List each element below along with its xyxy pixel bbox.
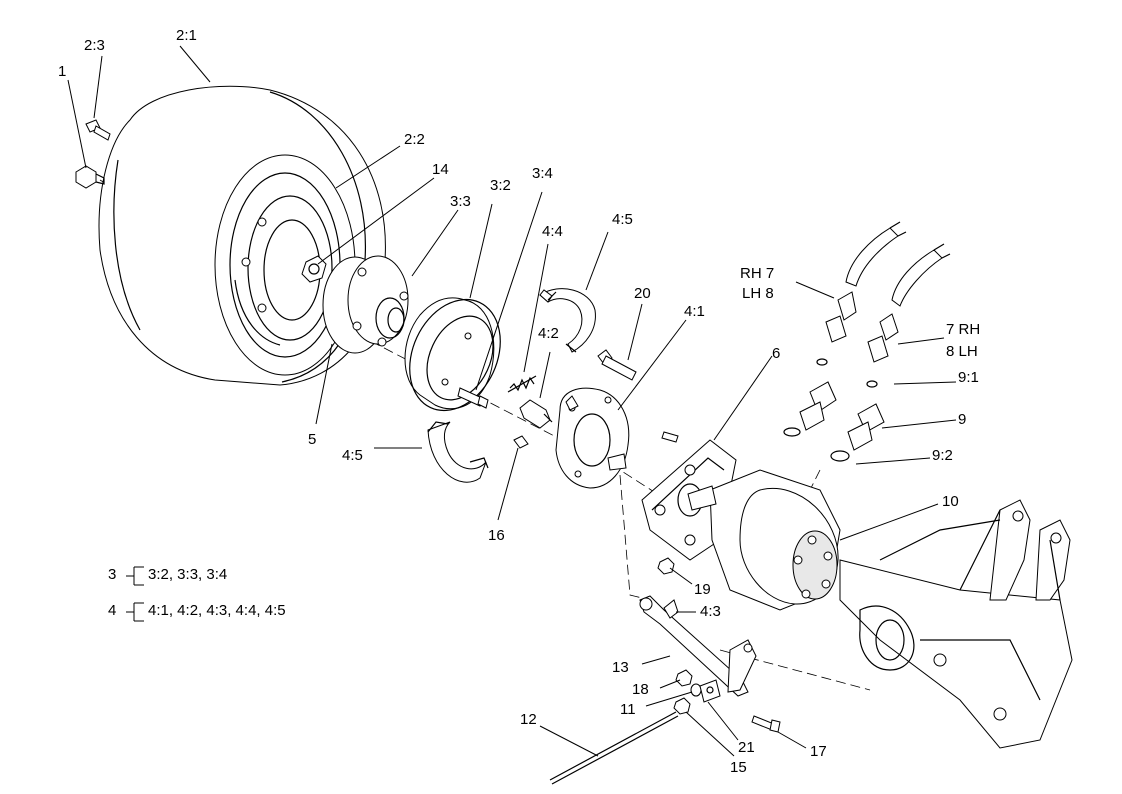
- legend-row-3-items: 3:2, 3:3, 3:4: [148, 566, 228, 583]
- hose-lh: [867, 243, 951, 363]
- label-19: 19: [694, 581, 711, 598]
- legend-brackets: [126, 566, 144, 622]
- brake-rod-12: [549, 711, 679, 785]
- label-13: 13: [612, 659, 629, 676]
- legend-row-3-number: 3: [108, 566, 117, 583]
- hydraulic-motor: [687, 469, 841, 611]
- label-2-3: 2:3: [84, 37, 105, 54]
- label-4-5-top: 4:5: [612, 211, 633, 228]
- legend-row-3: 3 3:2, 3:3, 3:4: [108, 566, 227, 583]
- label-17: 17: [810, 743, 827, 760]
- brake-spring: [507, 375, 537, 393]
- label-1: 1: [58, 63, 66, 80]
- label-9-1: 9:1: [958, 369, 979, 386]
- fitting-9-left: [783, 358, 837, 437]
- legend-row-4-items: 4:1, 4:2, 4:3, 4:4, 4:5: [148, 602, 286, 619]
- nut-19: [657, 557, 675, 575]
- label-lh-8: LH 8: [742, 285, 774, 302]
- label-11: 11: [620, 701, 636, 718]
- nut-18: [675, 669, 693, 687]
- label-3-3: 3:3: [450, 193, 471, 210]
- backing-plate: [555, 387, 630, 489]
- clevis-21: [699, 679, 721, 703]
- hose-rh: [825, 221, 907, 343]
- label-6: 6: [772, 345, 780, 362]
- part-labels: 1 2:3 2:1 2:2 14 3:3 3:2 3:4 4:4 4:5 20 …: [58, 27, 980, 776]
- jam-nut-15: [673, 697, 691, 715]
- label-4-1: 4:1: [684, 303, 705, 320]
- label-8-lh: 8 LH: [946, 343, 978, 360]
- label-3-2: 3:2: [490, 177, 511, 194]
- legend-row-4-number: 4: [108, 602, 117, 619]
- brake-shoe-bottom: [427, 421, 489, 483]
- drum-bolt: [457, 387, 489, 409]
- wheel-bolt-2-3: [85, 119, 111, 141]
- shaft-key: [661, 431, 679, 443]
- legend-row-4: 4 4:1, 4:2, 4:3, 4:4, 4:5: [108, 602, 286, 619]
- label-15: 15: [730, 759, 747, 776]
- label-3-4: 3:4: [532, 165, 553, 182]
- brake-shoe-top: [539, 288, 596, 353]
- label-2-1: 2:1: [176, 27, 197, 44]
- pin-16: [513, 435, 529, 449]
- label-rh-7: RH 7: [740, 265, 774, 282]
- wheel-hub: [322, 255, 409, 354]
- label-21: 21: [738, 739, 755, 756]
- label-10: 10: [942, 493, 959, 510]
- bolt-17: [751, 715, 781, 733]
- label-9: 9: [958, 411, 966, 428]
- label-2-2: 2:2: [404, 131, 425, 148]
- wheel-nut-1: [75, 165, 105, 189]
- label-9-2: 9:2: [932, 447, 953, 464]
- brake-drum: [404, 297, 501, 412]
- label-16: 16: [488, 527, 505, 544]
- label-4-4: 4:4: [542, 223, 563, 240]
- label-14: 14: [432, 161, 449, 178]
- brake-lever-13: [639, 595, 757, 697]
- leader-lines: [67, 45, 957, 757]
- label-5: 5: [308, 431, 316, 448]
- label-18: 18: [632, 681, 649, 698]
- label-4-5-bottom: 4:5: [342, 447, 363, 464]
- brake-cam: [519, 399, 553, 429]
- label-20: 20: [634, 285, 651, 302]
- bolt-20: [597, 349, 637, 381]
- frame-arm: [839, 499, 1073, 749]
- label-7-rh: 7 RH: [946, 321, 980, 338]
- label-12: 12: [520, 711, 537, 728]
- label-4-3: 4:3: [700, 603, 721, 620]
- fitting-9-right: [830, 380, 885, 462]
- label-4-2: 4:2: [538, 325, 559, 342]
